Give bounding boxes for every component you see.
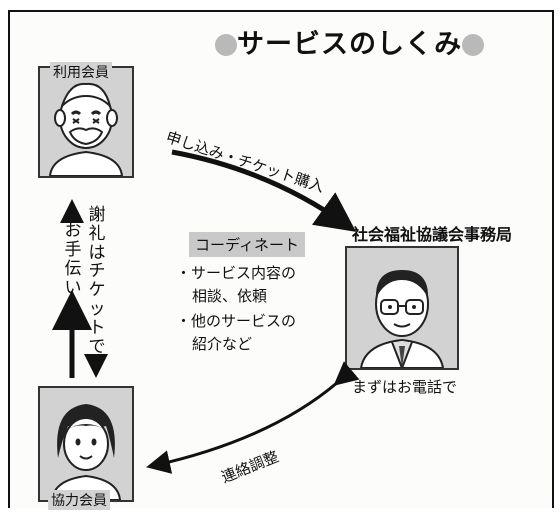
coordinate-title: コーディネート [189,232,305,257]
coordinate-item2-line2: 紹介など [192,335,253,353]
coordinate-item2-line1: ・他のサービスの [176,312,297,330]
council-label: 社会福祉協議会事務局 [352,225,513,244]
diagram-title: サービスのしくみ [215,22,485,61]
coordination-arrow [146,361,360,474]
cooperator-label: 協力会員 [48,490,110,510]
help-col: お手伝い [64,221,82,298]
council-card [345,246,459,370]
apply-arrow [171,149,357,232]
coordinate-item1-line2: 相談、依頼 [192,287,268,305]
title-text: サービスのしくみ [237,29,463,60]
coordinate-item1-line1: ・サービス内容の [176,264,297,282]
reward-col1: 謝礼は [88,205,106,263]
elderly-person-icon [48,82,124,176]
member-label: 利用会員 [50,62,112,82]
reward-col2: チケットで [88,261,106,357]
contact-note: まずはお電話で [352,378,458,396]
circle-bullet-icon [462,34,485,56]
staff-person-icon [359,270,445,368]
circle-bullet-icon [215,34,237,56]
